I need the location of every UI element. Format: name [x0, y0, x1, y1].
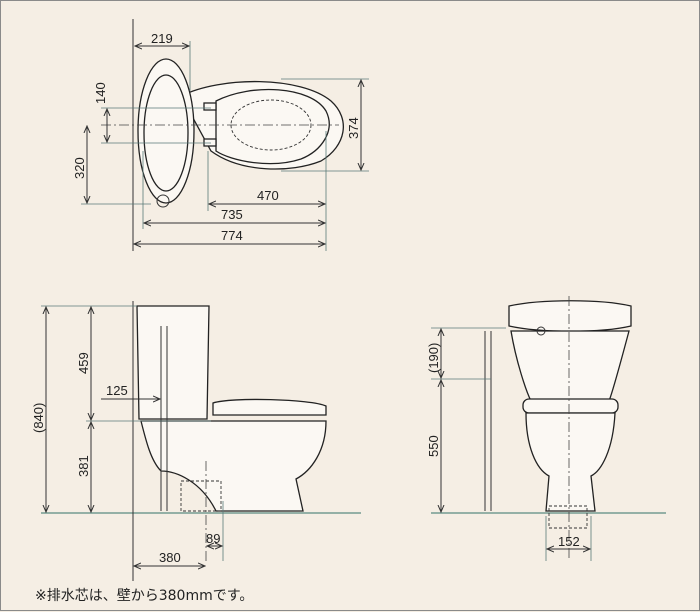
- water-supply-icon: [156, 194, 170, 208]
- dim-125: 125: [106, 383, 128, 398]
- side-view: (840) 459 381 125 89 380: [31, 301, 361, 581]
- dim-381: 381: [76, 455, 91, 477]
- dim-152: 152: [558, 534, 580, 549]
- top-view: 219 140 320 374 470 735 774: [72, 19, 369, 251]
- dim-190: (190): [426, 343, 441, 373]
- dim-840: (840): [31, 403, 46, 433]
- dim-380: 380: [159, 550, 181, 565]
- tank-side: [136, 305, 210, 420]
- seat-top: [215, 88, 330, 165]
- bowl-front: [525, 412, 616, 512]
- dim-219: 219: [151, 31, 173, 46]
- dim-374: 374: [346, 117, 361, 139]
- seat-side: [212, 398, 327, 416]
- dim-140: 140: [93, 82, 108, 104]
- dim-320: 320: [72, 157, 87, 179]
- dim-735: 735: [221, 207, 243, 222]
- seat-front: [522, 398, 619, 414]
- dim-459: 459: [76, 352, 91, 374]
- dim-774: 774: [221, 228, 243, 243]
- dim-550: 550: [426, 435, 441, 457]
- front-view: (190) 550 152: [426, 296, 666, 561]
- flush-lever-icon: [536, 326, 546, 336]
- bowl-side: [140, 420, 327, 512]
- dim-89: 89: [206, 531, 220, 546]
- tank-front: [508, 300, 632, 332]
- drain-center-note: ※排水芯は、壁から380mmです。: [35, 588, 254, 604]
- dim-470: 470: [257, 188, 279, 203]
